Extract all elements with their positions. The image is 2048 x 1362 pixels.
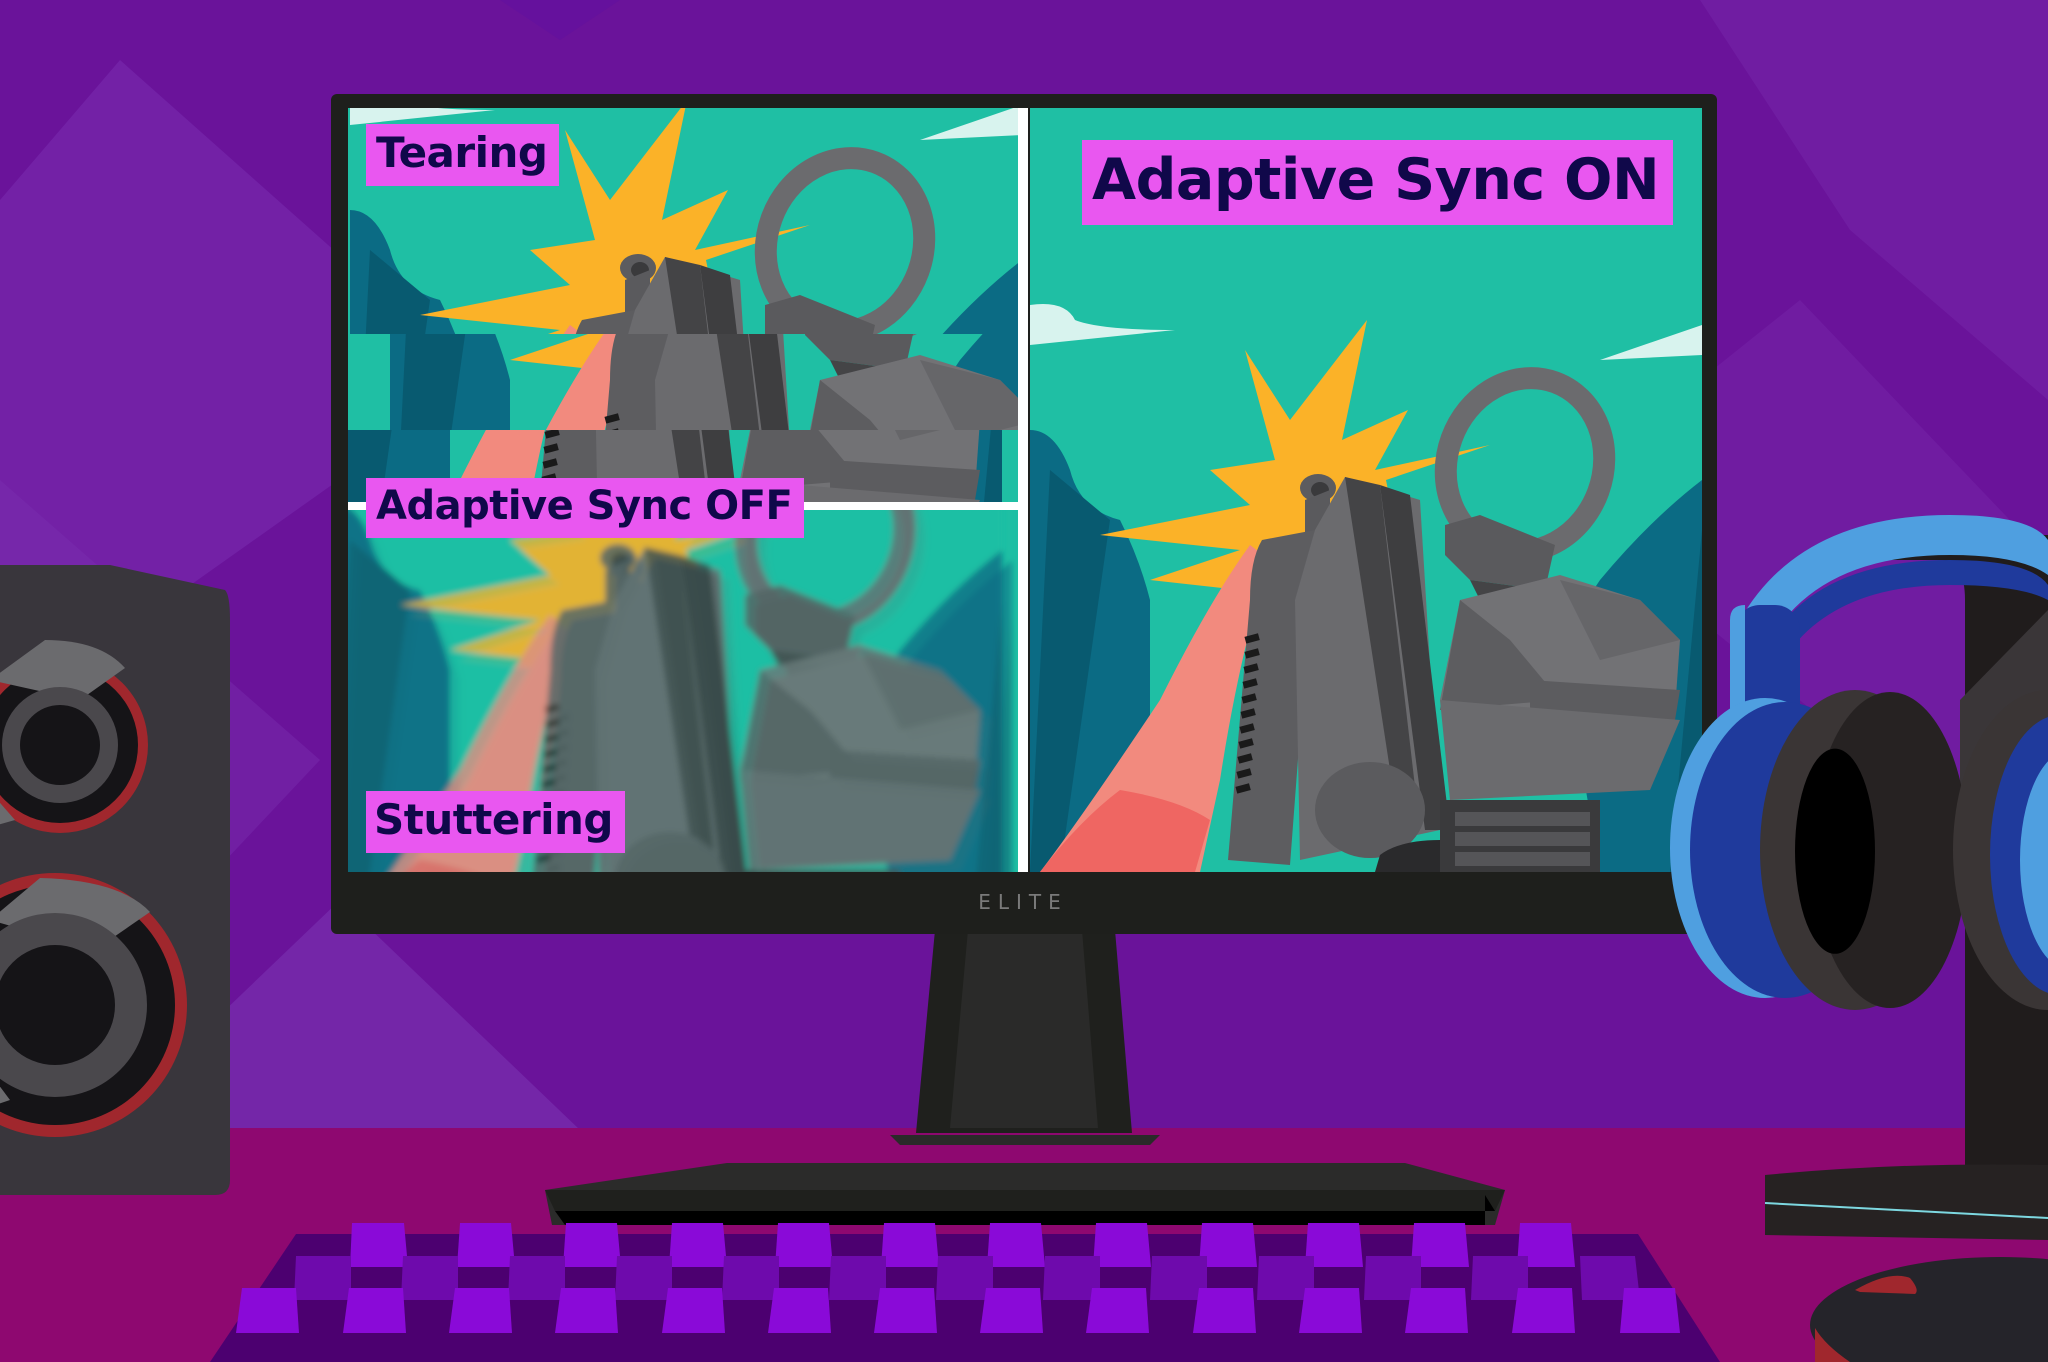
monitor-stand bbox=[545, 930, 1505, 1225]
monitor-brand-logo: ELITE bbox=[978, 890, 1068, 914]
tearing-label: Tearing bbox=[366, 124, 560, 186]
panel-divider-vertical bbox=[1018, 108, 1028, 872]
speaker-woofer bbox=[0, 873, 187, 1137]
keyboard-row-1 bbox=[350, 1223, 1575, 1267]
keyboard bbox=[210, 1223, 1720, 1362]
speaker-tweeter bbox=[0, 640, 148, 833]
keyboard-row-3 bbox=[236, 1288, 1680, 1333]
adaptive-sync-off-label: Adaptive Sync OFF bbox=[366, 478, 805, 538]
keyboard-row-2 bbox=[294, 1256, 1640, 1300]
adaptive-sync-on-label: Adaptive Sync ON bbox=[1082, 140, 1674, 225]
mouse bbox=[1810, 1257, 2048, 1362]
headphone-stand bbox=[1764, 535, 2048, 1240]
speaker bbox=[0, 565, 230, 1195]
stuttering-label: Stuttering bbox=[366, 791, 625, 853]
headphones bbox=[1670, 515, 2048, 1010]
